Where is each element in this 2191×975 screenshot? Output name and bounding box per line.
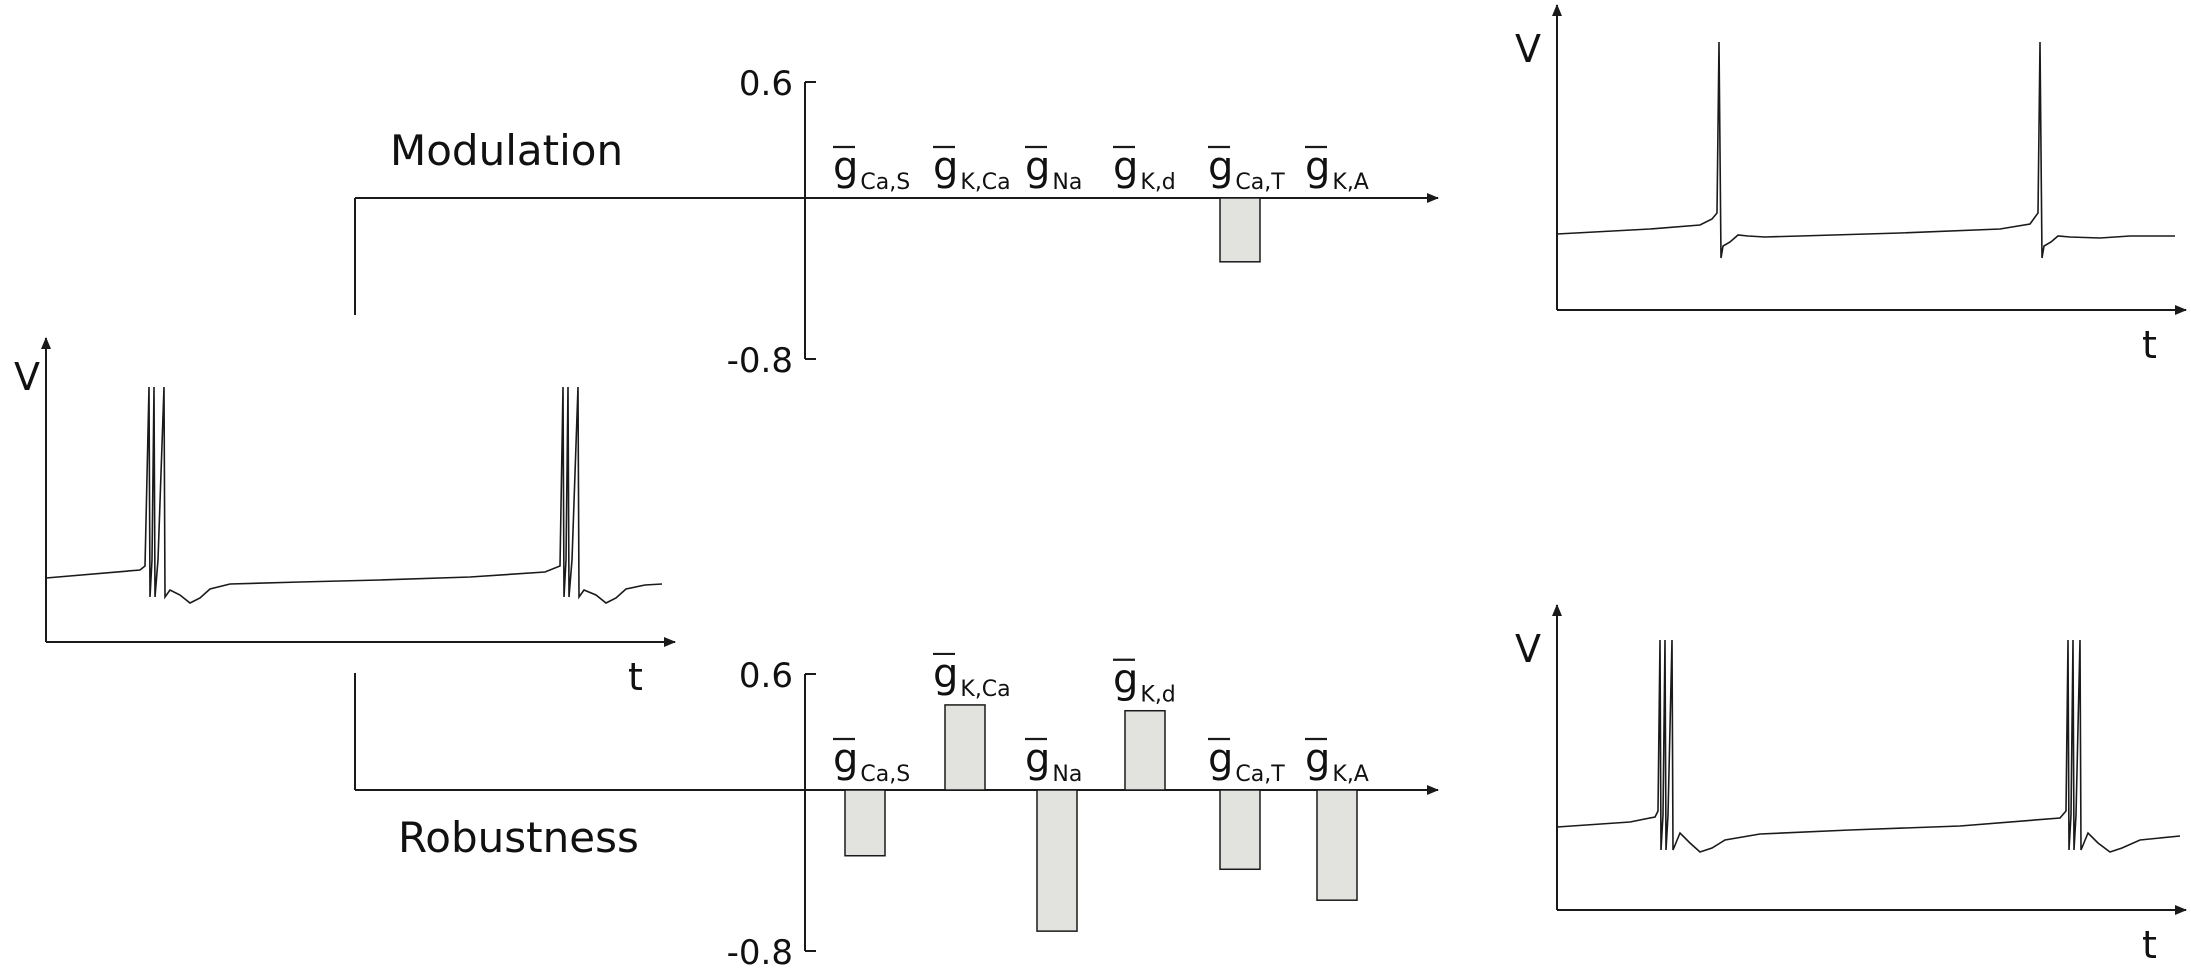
category-label-base: g xyxy=(833,736,858,782)
category-label: gK,A xyxy=(1305,736,1369,787)
trace-panel-top-right: V t xyxy=(1515,4,2187,367)
tick-label-min: -0.8 xyxy=(727,933,793,973)
tick-label-max: 0.6 xyxy=(739,656,793,696)
trace-top-right-waveform xyxy=(1556,41,2175,259)
category-label-subscript: K,Ca xyxy=(960,170,1010,195)
tick-label-max: 0.6 xyxy=(739,64,793,104)
category-label-subscript: K,d xyxy=(1140,683,1175,708)
category-label-base: g xyxy=(933,651,958,697)
trace-bottom-right-v-label: V xyxy=(1515,627,1541,671)
trace-top-right-t-label: t xyxy=(2142,323,2157,367)
trace-left-waveform xyxy=(45,386,663,604)
tick-label-min: -0.8 xyxy=(727,341,793,381)
bar-k-ca xyxy=(944,704,986,791)
category-label: gNa xyxy=(1025,144,1082,195)
bar-ca-s xyxy=(844,789,886,857)
category-label: gCa,T xyxy=(1208,144,1285,195)
bar-ca-t xyxy=(1219,197,1261,263)
category-label: gK,Ca xyxy=(933,651,1011,702)
category-label: gK,d xyxy=(1113,657,1176,708)
category-label-base: g xyxy=(1025,144,1050,190)
category-label-subscript: Ca,S xyxy=(860,170,910,195)
category-label-base: g xyxy=(1305,144,1330,190)
bar-k-d xyxy=(1124,709,1166,791)
category-label-base: g xyxy=(933,144,958,190)
category-label-subscript: K,Ca xyxy=(960,677,1010,702)
category-label-base: g xyxy=(1208,736,1233,782)
category-label-subscript: Na xyxy=(1052,170,1082,195)
category-label-subscript: Ca,S xyxy=(860,762,910,787)
category-label: gK,A xyxy=(1305,144,1369,195)
category-label-subscript: Na xyxy=(1052,762,1082,787)
robustness-title: Robustness xyxy=(398,813,639,862)
category-label: gCa,S xyxy=(833,144,910,195)
category-label-base: g xyxy=(1305,736,1330,782)
bar-k-a xyxy=(1316,789,1358,901)
category-label-subscript: K,A xyxy=(1332,762,1368,787)
category-label-subscript: Ca,T xyxy=(1235,170,1285,195)
category-label-subscript: K,d xyxy=(1140,170,1175,195)
trace-bottom-right-t-label: t xyxy=(2142,923,2157,967)
bar-ca-t xyxy=(1219,789,1261,871)
category-label-subscript: Ca,T xyxy=(1235,762,1285,787)
modulation-title: Modulation xyxy=(390,126,623,175)
bar-na xyxy=(1036,789,1078,932)
category-label: gCa,T xyxy=(1208,736,1285,787)
category-label: gK,d xyxy=(1113,144,1176,195)
trace-left-t-label: t xyxy=(628,655,643,699)
category-label-subscript: K,A xyxy=(1332,170,1368,195)
category-label-base: g xyxy=(1113,657,1138,703)
trace-panel-left: V t xyxy=(14,337,676,699)
category-label: gCa,S xyxy=(833,736,910,787)
category-label-base: g xyxy=(833,144,858,190)
trace-bottom-right-waveform xyxy=(1556,639,2181,853)
category-label: gK,Ca xyxy=(933,144,1011,195)
category-label: gNa xyxy=(1025,736,1082,787)
category-label-base: g xyxy=(1113,144,1138,190)
category-label-base: g xyxy=(1025,736,1050,782)
trace-left-v-label: V xyxy=(14,355,40,399)
trace-top-right-v-label: V xyxy=(1515,27,1541,71)
category-label-base: g xyxy=(1208,144,1233,190)
trace-panel-bottom-right: V t xyxy=(1515,604,2187,967)
